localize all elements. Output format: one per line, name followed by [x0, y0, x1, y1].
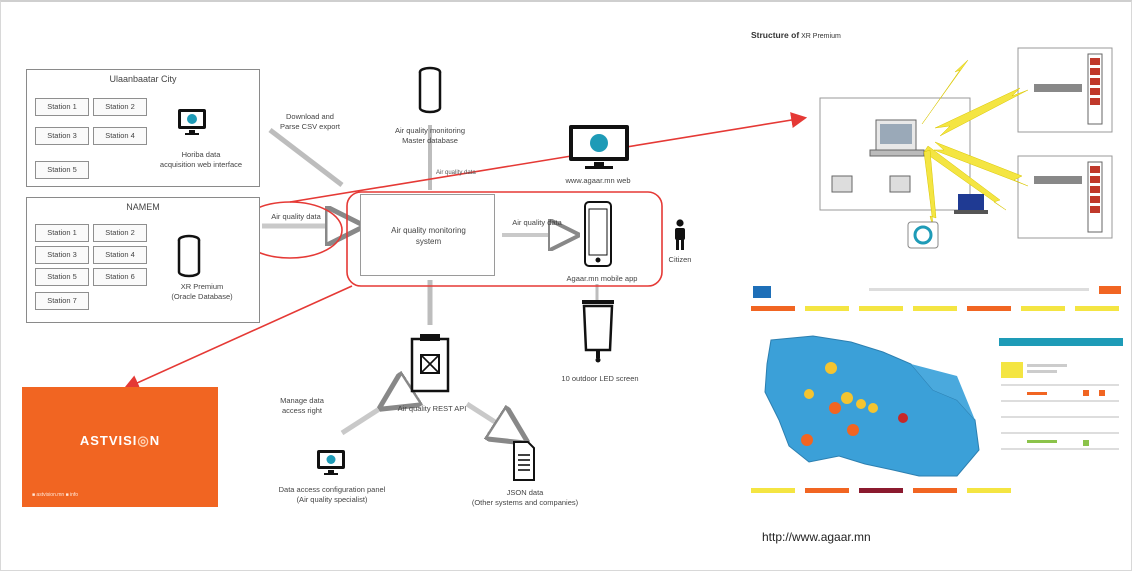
document-icon [513, 441, 535, 481]
agaar-url[interactable]: http://www.agaar.mn [762, 530, 871, 544]
citizen-label: Citizen [668, 255, 692, 264]
astvision-card: ASTVISI◎N ■ astvision.mn ■ info [22, 387, 218, 507]
astvision-logo: ASTVISI◎N [79, 433, 161, 448]
mobile-phone-icon [584, 201, 612, 267]
download-parse-label: Download and Parse CSV export [279, 112, 341, 131]
namem-title: NAMEM [126, 202, 160, 212]
api-icon [408, 333, 452, 393]
red-arrow-to-astvision [123, 285, 353, 391]
master-db-label: Air quality monitoring Master database [394, 126, 466, 145]
rest-api-label: Air quality REST API [397, 404, 467, 413]
namem-station-7: Station 7 [35, 292, 89, 310]
web-label: www.agaar.mn web [565, 176, 631, 185]
horiba-label: Horiba data acquisition web interface [159, 150, 243, 169]
web-monitor-icon [567, 124, 631, 174]
air-quality-data-right: Air quality data [512, 218, 562, 227]
database-icon [177, 234, 201, 278]
red-arrow-to-xr [289, 112, 808, 203]
mobile-label: Agaar.mn mobile app [566, 274, 638, 283]
ub-station-2: Station 2 [93, 98, 147, 116]
config-panel-label: Data access configuration panel (Air qua… [278, 485, 386, 504]
api-config-connector [340, 404, 387, 436]
ub-station-3: Station 3 [35, 127, 89, 145]
led-screen-icon [578, 298, 618, 364]
api-json-connector [465, 401, 520, 438]
air-quality-data-vertical: Air quality data [436, 170, 476, 176]
namem-station-1: Station 1 [35, 224, 89, 242]
namem-panel: NAMEM Station 1 Station 2 Station 3 Stat… [26, 197, 260, 323]
agaar-map-panel [743, 280, 1125, 520]
highlight-rounded-rect [346, 191, 663, 287]
manage-access-label: Manage data access right [280, 396, 324, 415]
config-panel-monitor-icon [316, 449, 346, 477]
monitor-icon [177, 108, 207, 135]
master-database-icon [418, 66, 442, 114]
person-icon [673, 219, 687, 251]
namem-station-2: Station 2 [93, 224, 147, 242]
ulaanbaatar-title: Ulaanbaatar City [109, 74, 177, 84]
ub-station-5: Station 5 [35, 161, 89, 179]
namem-station-5: Station 5 [35, 268, 89, 286]
namem-station-4: Station 4 [93, 246, 147, 264]
ub-station-4: Station 4 [93, 127, 147, 145]
core-system-box: Air quality monitoring system [360, 194, 495, 276]
core-system-label: Air quality monitoring system [391, 226, 466, 246]
ulaanbaatar-panel: Ulaanbaatar City Station 1 Station 2 Sta… [26, 69, 260, 187]
xr-structure-title: Structure of XR Premium [751, 30, 841, 40]
json-data-label: JSON data (Other systems and companies) [471, 488, 579, 507]
namem-station-6: Station 6 [93, 268, 147, 286]
ub-station-1: Station 1 [35, 98, 89, 116]
led-screen-label: 10 outdoor LED screen [561, 374, 639, 383]
namem-station-3: Station 3 [35, 246, 89, 264]
xr-premium-label: XR Premium (Oracle Database) [171, 282, 233, 301]
astvision-footer: ■ astvision.mn ■ info [32, 492, 79, 498]
air-quality-data-left: Air quality data [271, 212, 321, 221]
download-connector [268, 128, 344, 187]
